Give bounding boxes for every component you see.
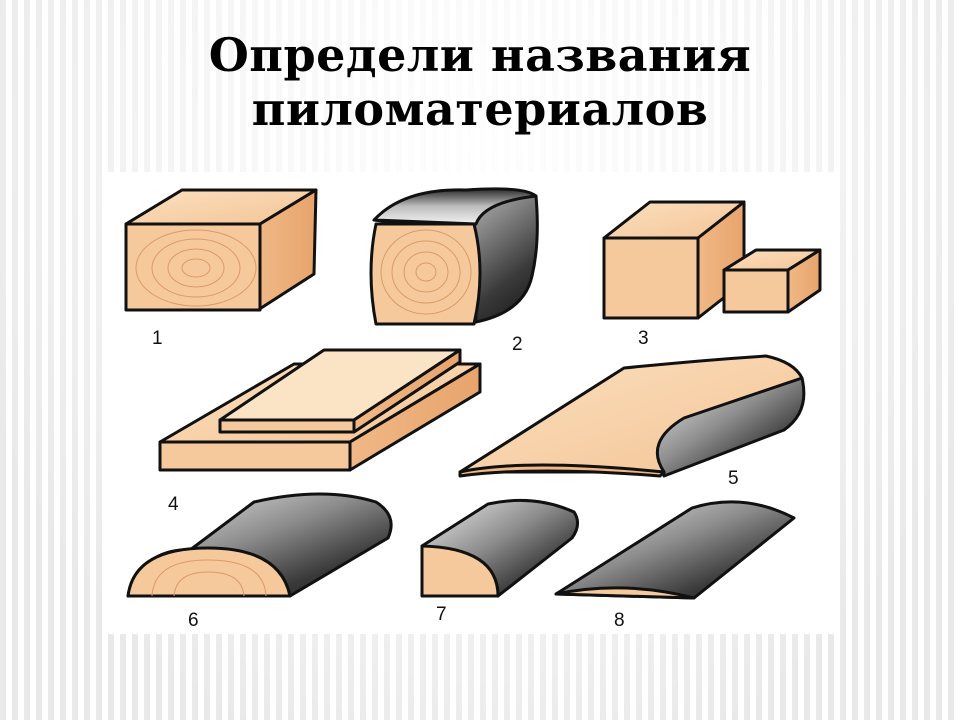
label-2: 2 bbox=[512, 334, 523, 355]
label-4: 4 bbox=[168, 494, 179, 515]
label-1: 1 bbox=[152, 328, 163, 349]
item-8-slab-piece bbox=[554, 500, 796, 600]
label-3: 3 bbox=[638, 328, 649, 349]
label-5: 5 bbox=[728, 468, 739, 489]
item-3-bars bbox=[602, 200, 822, 320]
lumber-illustration-panel: 1 2 3 4 5 6 7 8 bbox=[104, 172, 836, 634]
item-1-beam bbox=[124, 188, 318, 312]
item-5-slab bbox=[458, 354, 806, 478]
item-2-two-edged-beam bbox=[369, 187, 539, 326]
item-4-planks bbox=[158, 348, 482, 472]
item-6-half-log bbox=[126, 492, 393, 598]
item-7-quarter-log bbox=[420, 498, 579, 598]
slide-title: Определи названия пиломатериалов bbox=[208, 28, 752, 136]
label-6: 6 bbox=[188, 610, 199, 631]
label-7: 7 bbox=[436, 604, 447, 625]
lumber-illustration bbox=[124, 187, 822, 600]
label-8: 8 bbox=[614, 610, 625, 631]
